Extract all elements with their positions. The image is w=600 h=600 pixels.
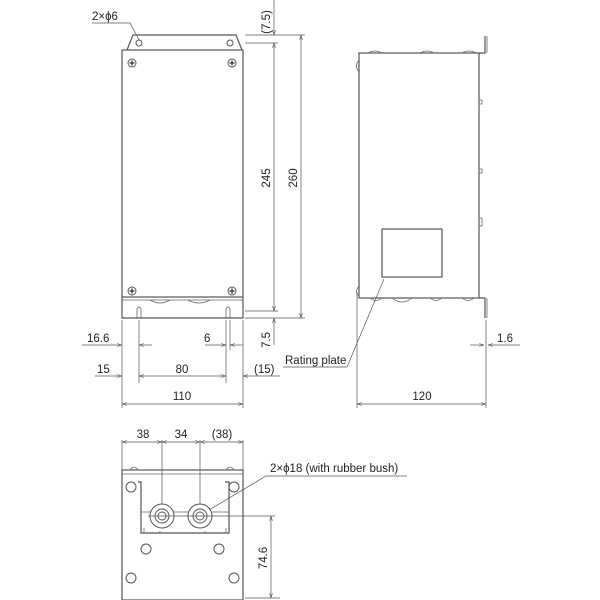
dim-overall-height: 260 [288,168,300,187]
dim-bush-height: 74.6 [258,547,270,569]
screw-icon [227,58,237,68]
dim-vertical-pitch: 245 [261,168,273,187]
dim-top-offset: (7.5) [261,10,273,34]
rating-plate [381,228,443,278]
top-bracket [479,36,486,54]
front-view: 2×ϕ6 (7.5) 245 260 7.5 16.6 6 15 80 (15)… [82,0,305,408]
mounting-hole-icon [228,481,240,493]
screw-icon [227,286,237,296]
bottom-bracket [479,297,486,318]
screw-icon [127,286,137,296]
mounting-hole-icon [226,39,234,47]
mounting-hole-icon [135,39,143,47]
mounting-hole-icon [140,543,152,555]
bottom-view: 38 34 (38) 2×ϕ18 (with rubber bush) 74.6 [121,429,407,600]
bush-callout: 2×ϕ18 (with rubber bush) [270,463,398,475]
dim-overall-depth: 120 [412,391,431,403]
dim-left-edge: 15 [97,364,110,376]
mounting-hole-icon [125,481,137,493]
dim-bracket-thickness: 1.6 [497,333,513,345]
mounting-hole-icon [213,543,225,555]
dim-right-edge: (15) [254,364,275,376]
dim-bottom-left: 38 [137,429,150,441]
top-flange [126,34,243,51]
slot-left [136,306,142,318]
rating-plate-label: Rating plate [285,355,346,367]
bottom-recess [138,481,230,534]
side-body [358,52,480,299]
mounting-hole-icon [228,572,240,584]
screw-icon [127,58,137,68]
dim-bottom-right: (38) [212,429,233,441]
dim-overall-width: 110 [173,391,191,403]
dim-slot-width: 6 [204,333,210,345]
hole-callout: 2×ϕ6 [92,11,118,23]
dim-horizontal-pitch: 80 [176,364,189,376]
slot-right [225,306,231,318]
dim-bottom-offset: 7.5 [261,332,273,348]
bottom-body [121,469,244,600]
dim-bottom-middle: 34 [175,429,188,441]
front-body [121,49,244,298]
mounting-hole-icon [125,572,137,584]
side-view: Rating plate 1.6 120 [283,36,520,408]
dim-left-slot-offset: 16.6 [87,333,109,345]
